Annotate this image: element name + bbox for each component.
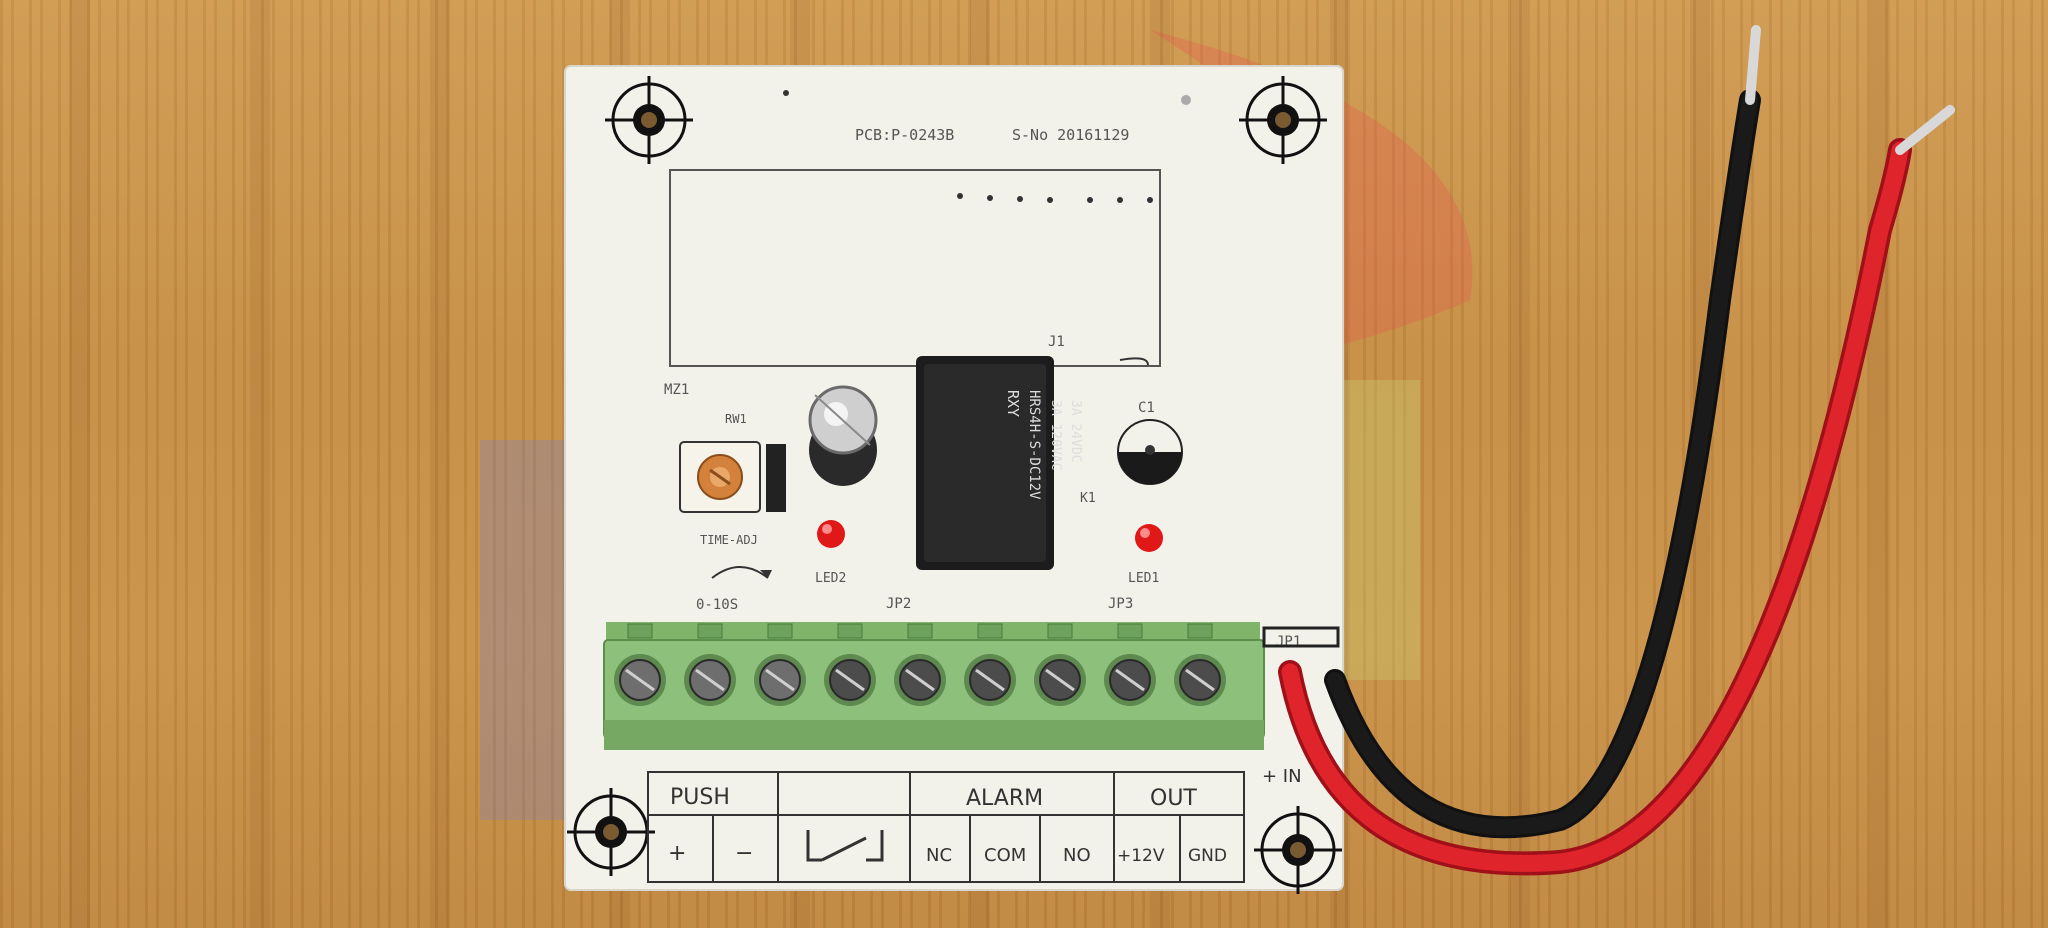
relay-model-label: HRS4H-S-DC12V bbox=[1026, 390, 1042, 500]
terminal-screw-slot bbox=[765, 668, 795, 692]
terminal-tab bbox=[1047, 623, 1073, 639]
jp3-label: JP3 bbox=[1108, 596, 1133, 612]
terminal-tab bbox=[697, 623, 723, 639]
mz1-label: MZ1 bbox=[664, 382, 689, 398]
terminal-screw-slot bbox=[905, 668, 935, 692]
plus12v-label: +12V bbox=[1117, 846, 1165, 866]
com-label: COM bbox=[984, 845, 1026, 866]
terminal-tab bbox=[767, 623, 793, 639]
jp1-header bbox=[1262, 626, 1340, 648]
push-label: PUSH bbox=[670, 785, 730, 810]
terminal-tab bbox=[977, 623, 1003, 639]
k1-label: K1 bbox=[1080, 491, 1096, 506]
terminal-label-frame bbox=[647, 771, 1245, 883]
jp2-label: JP2 bbox=[886, 596, 911, 612]
input-label: + IN bbox=[1262, 766, 1302, 787]
led1-label: LED1 bbox=[1128, 571, 1159, 586]
time-range-label: 0-10S bbox=[696, 597, 738, 613]
switch-symbol-icon bbox=[806, 830, 884, 862]
mounting-hole-bottom-right-icon bbox=[1254, 806, 1342, 894]
terminal-screw-slot bbox=[1045, 668, 1075, 692]
led2-label: LED2 bbox=[815, 571, 846, 586]
pcb-id-label: PCB:P-0243B bbox=[855, 126, 954, 144]
terminal-tab bbox=[907, 623, 933, 639]
time-adjust-label: TIME-ADJ bbox=[700, 533, 758, 547]
led1-indicator bbox=[1135, 524, 1163, 552]
module-outline-mz1 bbox=[669, 169, 1161, 367]
push-plus-label: + bbox=[668, 841, 686, 866]
mounting-hole-top-right-icon bbox=[1239, 76, 1327, 164]
terminal-tab bbox=[837, 623, 863, 639]
relay-k1 bbox=[916, 356, 1054, 570]
c1-label: C1 bbox=[1138, 400, 1155, 416]
terminal-screw-slot bbox=[695, 668, 725, 692]
terminal-screw-slot bbox=[835, 668, 865, 692]
jp1-label: JP1 bbox=[1276, 634, 1301, 650]
relay-brand-label: RXY bbox=[1004, 390, 1022, 417]
input-wires bbox=[1278, 25, 1955, 876]
no-label: NO bbox=[1063, 845, 1091, 866]
j1-label: J1 bbox=[1048, 334, 1065, 350]
terminal-screw-slot bbox=[625, 668, 655, 692]
capacitor-c1-outline bbox=[1117, 419, 1183, 485]
gnd-label: GND bbox=[1188, 846, 1227, 866]
relay-rating-dc-label: 3A 24VDC bbox=[1068, 400, 1083, 463]
rw1-label: RW1 bbox=[725, 412, 747, 426]
relay-rating-ac-label: 3A 120VAC bbox=[1048, 400, 1063, 470]
terminal-tab bbox=[1187, 623, 1213, 639]
potentiometer-rw1 bbox=[679, 441, 786, 513]
adjust-arrow-icon bbox=[711, 566, 772, 579]
led2-indicator bbox=[817, 520, 845, 548]
mounting-hole-top-left-icon bbox=[605, 76, 693, 164]
serial-number-label: S-No 20161129 bbox=[1012, 126, 1129, 144]
alarm-label: ALARM bbox=[966, 786, 1043, 811]
terminal-screws bbox=[614, 623, 1226, 706]
terminal-screw-slot bbox=[1115, 668, 1145, 692]
nc-label: NC bbox=[926, 845, 952, 866]
terminal-screw-slot bbox=[975, 668, 1005, 692]
terminal-tab bbox=[627, 623, 653, 639]
push-minus-label: − bbox=[735, 841, 753, 866]
out-label: OUT bbox=[1150, 786, 1197, 811]
terminal-tab bbox=[1117, 623, 1143, 639]
capacitor-c2 bbox=[808, 385, 878, 486]
terminal-screw-slot bbox=[1185, 668, 1215, 692]
